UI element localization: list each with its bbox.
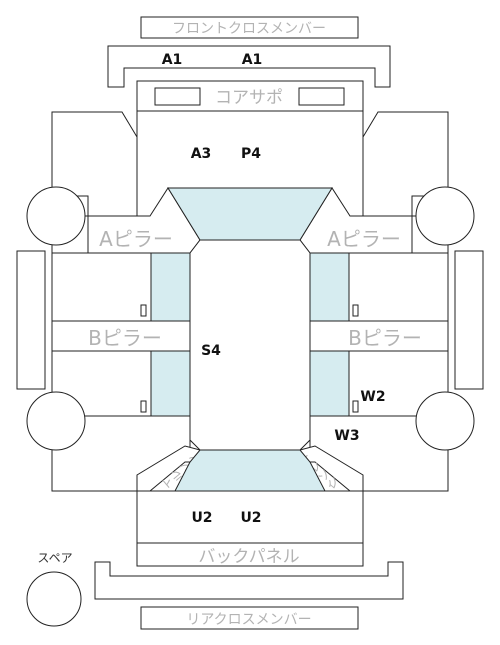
front-cross-member-box[interactable] [140,16,359,39]
code-rear-left: U2 [191,510,212,526]
wheel-rear-right[interactable] [415,391,475,451]
wheel-front-left[interactable] [26,186,86,246]
code-rear-right: U2 [240,510,261,526]
door-handle-front-left[interactable] [140,304,147,317]
b-pillar-right[interactable] [309,320,449,352]
code-right-side-w2: W2 [360,389,385,405]
rear-cross-member-box[interactable] [140,606,359,630]
wheel-rear-left[interactable] [26,391,86,451]
code-core-support-right: P4 [241,146,261,162]
door-handle-front-right[interactable] [352,304,359,317]
spare-tire[interactable] [26,571,82,627]
spare-label: スペア [37,551,72,565]
core-support-label: コアサポ [215,88,283,108]
code-front-cross-member-right: A1 [242,52,263,68]
window-front-left[interactable] [150,252,191,322]
mirror-left[interactable] [16,250,46,390]
window-rear-right[interactable] [309,350,350,417]
trunk-lid[interactable] [136,490,364,544]
front-cross-member-part[interactable] [107,45,391,88]
headlight-left[interactable] [154,87,201,106]
back-panel[interactable] [136,542,364,567]
rear-cross-member-part[interactable] [94,561,404,600]
door-handle-rear-right[interactable] [352,400,359,413]
code-cabin: S4 [201,343,221,359]
mirror-right[interactable] [454,250,484,390]
back-panel-label: バックパネル [198,547,299,567]
rear-window[interactable] [174,449,326,492]
wheel-front-right[interactable] [415,186,475,246]
code-right-side-w3: W3 [334,428,359,444]
window-rear-left[interactable] [150,350,191,417]
window-front-right[interactable] [309,252,350,322]
code-front-cross-member-left: A1 [162,52,183,68]
front-cross-member-label: フロントクロスメンバー [172,21,326,37]
headlight-right[interactable] [298,87,345,106]
b-pillar-right-label: Bピラー [348,326,422,350]
door-handle-rear-left[interactable] [140,400,147,413]
rear-cross-member-label: リアクロスメンバー [186,612,311,628]
a-pillar-right-label: Aピラー [327,227,401,251]
code-core-support-left: A3 [191,146,212,162]
a-pillar-left-label: Aピラー [99,227,173,251]
b-pillar-left-label: Bピラー [88,326,162,350]
